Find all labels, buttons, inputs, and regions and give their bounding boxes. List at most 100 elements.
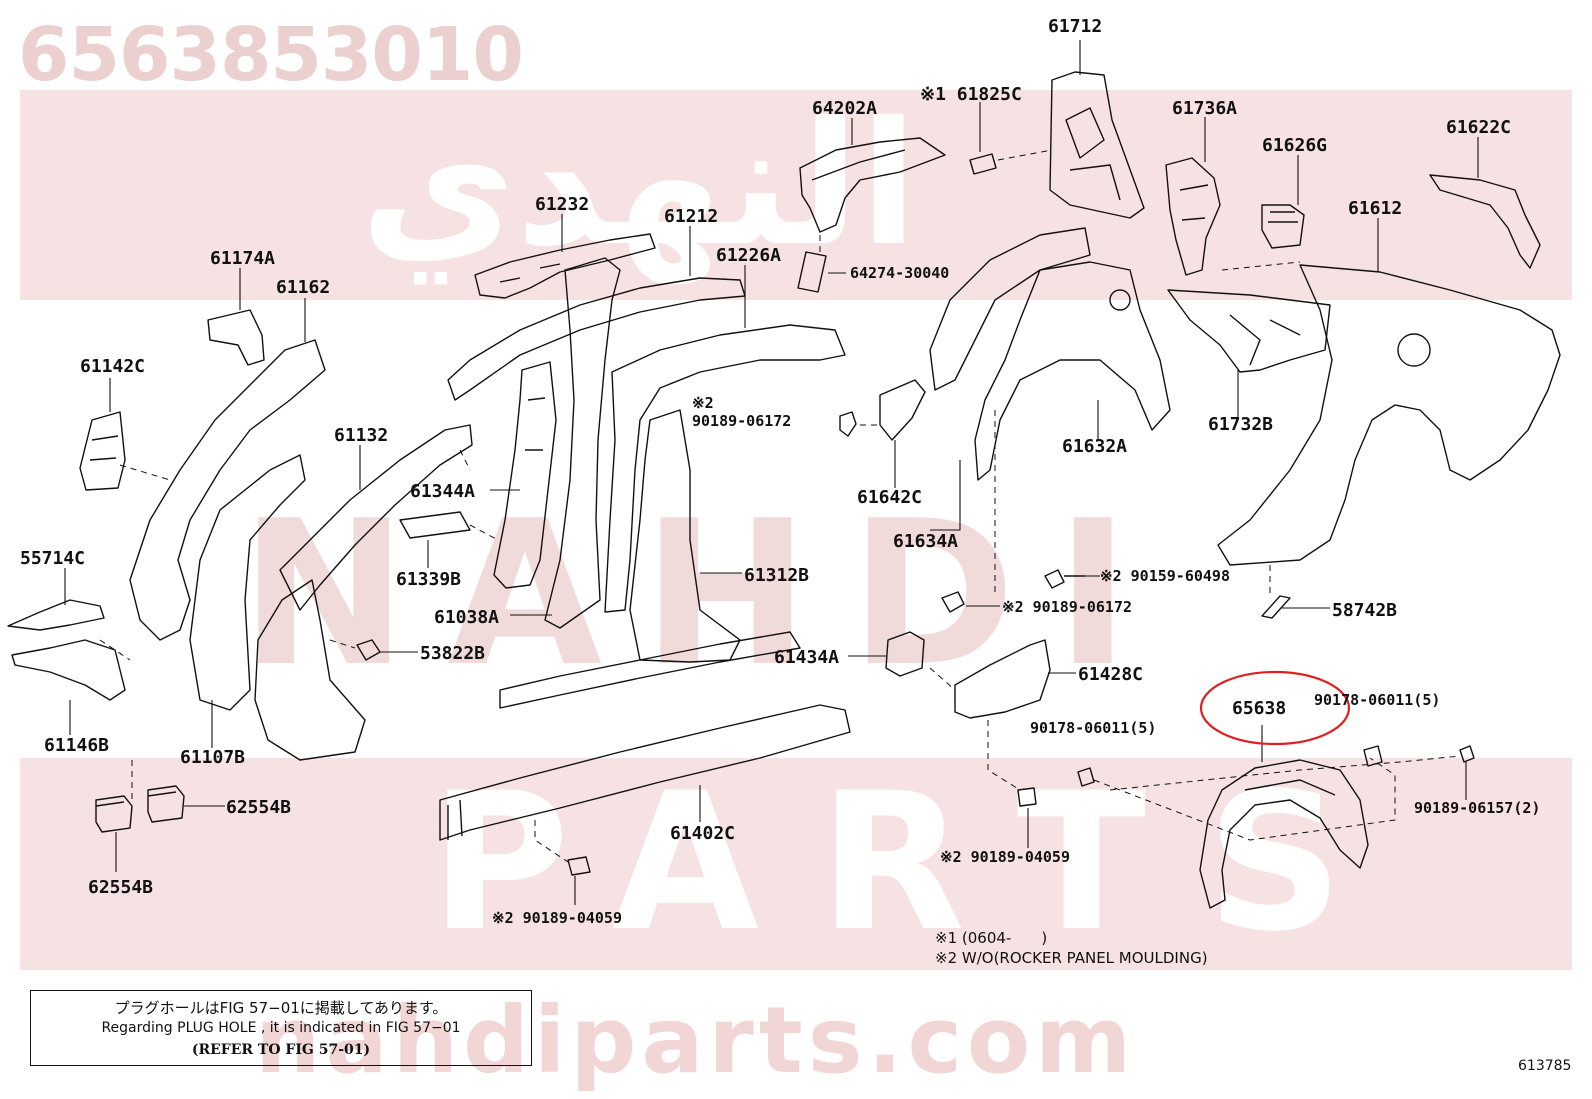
label-61428C: 61428C (1078, 664, 1144, 685)
label-61226A: 61226A (716, 245, 782, 266)
clip-90189-04059-a (567, 856, 591, 876)
info-english: Regarding PLUG HOLE , it is indicated in… (101, 1020, 461, 1036)
part-61162 (129, 339, 326, 641)
part-61174A (207, 309, 265, 366)
label-61146B: 61146B (44, 735, 110, 756)
part-61402C (439, 704, 851, 841)
part-64202A (799, 137, 946, 233)
label-61632A: 61632A (1062, 436, 1128, 457)
label-61736A: 61736A (1172, 98, 1238, 119)
label-65638: 65638 (1232, 698, 1287, 719)
nut-90178-06011-b (1363, 745, 1383, 767)
label-90189-06157: 90189-06157(2) (1414, 799, 1541, 817)
label-64202A: 64202A (812, 98, 878, 119)
part-61622C (1429, 174, 1541, 269)
label-61107B: 61107B (180, 747, 246, 768)
plug-hole-info-box: プラグホールはFIG 57−01に掲載してあります。 Regarding PLU… (30, 990, 532, 1066)
label-61612: 61612 (1348, 198, 1403, 219)
part-61312B (629, 409, 741, 663)
footnote-2: ※2 W/O(ROCKER PANEL MOULDING) (935, 949, 1208, 967)
part-number-title: 6563853010 (18, 12, 524, 98)
part-55714C (7, 599, 105, 631)
label-61312B: 61312B (744, 565, 810, 586)
label-61732B: 61732B (1208, 414, 1274, 435)
info-reference: (REFER TO FIG 57-01) (191, 1042, 371, 1058)
part-53822B (356, 639, 381, 661)
part-62554B-a (95, 795, 133, 833)
watermark-band-top (20, 90, 1572, 300)
part-64274 (797, 251, 827, 293)
part-61732B (1167, 289, 1331, 373)
label-61142C: 61142C (80, 356, 146, 377)
label-53822B: 53822B (420, 643, 486, 664)
part-62554B-b (147, 785, 185, 823)
part-61226A (604, 324, 846, 613)
label-note2-a: ※2 (692, 394, 714, 412)
label-61038A: 61038A (434, 607, 500, 628)
label-90189-04059-right: ※2 90189-04059 (940, 848, 1070, 866)
part-61632A (974, 261, 1171, 481)
clip-90189-06172-top (839, 411, 857, 437)
part-a-pillar-lower (254, 579, 366, 761)
label-62554B-right: 62554B (226, 797, 292, 818)
clip-90189-04059-b (1017, 787, 1037, 807)
nut-90178-06011-a (1077, 767, 1095, 787)
label-61622C: 61622C (1446, 117, 1512, 138)
bolt-90159-60498 (1044, 569, 1085, 589)
label-61712: 61712 (1048, 16, 1103, 37)
part-61825C (969, 153, 997, 175)
label-90189-06172-lower: ※2 90189-06172 (1002, 598, 1132, 616)
watermark-bottom: PARTS (430, 752, 1404, 973)
label-90189-06172-top: 90189-06172 (692, 412, 792, 430)
label-61174A: 61174A (210, 248, 276, 269)
label-61626G: 61626G (1262, 135, 1328, 156)
part-61642C (879, 379, 926, 441)
label-90159-60498: ※2 90159-60498 (1100, 567, 1230, 585)
label-55714C: 55714C (20, 548, 86, 569)
label-61825C: ※1 61825C (920, 84, 1022, 105)
label-61634A: 61634A (893, 531, 959, 552)
part-61344A (493, 361, 557, 589)
label-61339B: 61339B (396, 569, 462, 590)
part-61736A (1165, 157, 1221, 276)
part-58742B (1261, 595, 1291, 619)
label-61402C: 61402C (670, 823, 736, 844)
part-61634A (929, 227, 1091, 391)
label-61212: 61212 (664, 206, 719, 227)
part-61132 (279, 424, 473, 611)
label-90189-04059-left: ※2 90189-04059 (492, 909, 622, 927)
label-61232: 61232 (535, 194, 590, 215)
part-61142C (79, 411, 126, 491)
part-61626G (1261, 204, 1305, 249)
screw-90189-06157 (1459, 745, 1475, 763)
part-65638-fender-liner (1199, 759, 1369, 909)
part-61107B (189, 454, 306, 711)
part-61339B (399, 511, 471, 539)
label-61642C: 61642C (857, 487, 923, 508)
label-62554B-left: 62554B (88, 877, 154, 898)
part-61038A (544, 257, 621, 629)
part-61712 (1049, 71, 1145, 219)
part-61612 (1217, 264, 1561, 566)
label-61132: 61132 (334, 425, 389, 446)
watermark-arabic: النهدي (360, 86, 918, 284)
part-61232 (474, 233, 656, 299)
highlight-ellipse (1199, 670, 1351, 746)
watermark-site: nahdiparts.com (255, 987, 1137, 1094)
part-61434A (885, 631, 925, 677)
footnote-1: ※1 (0604- ) (935, 929, 1048, 947)
watermark-band-bottom (20, 758, 1572, 970)
label-61344A: 61344A (410, 481, 476, 502)
clip-90189-06172-lower (941, 591, 965, 613)
info-japanese: プラグホールはFIG 57−01に掲載してあります。 (114, 999, 448, 1017)
label-61162: 61162 (276, 277, 331, 298)
figure-number: 613785 (1518, 1058, 1572, 1074)
label-61434A: 61434A (774, 647, 840, 668)
label-90178-06011-left: 90178-06011(5) (1030, 719, 1157, 737)
part-61146B (11, 639, 126, 701)
label-58742B: 58742B (1332, 600, 1398, 621)
label-64274-30040: 64274-30040 (850, 264, 950, 282)
part-61428C (954, 639, 1051, 719)
